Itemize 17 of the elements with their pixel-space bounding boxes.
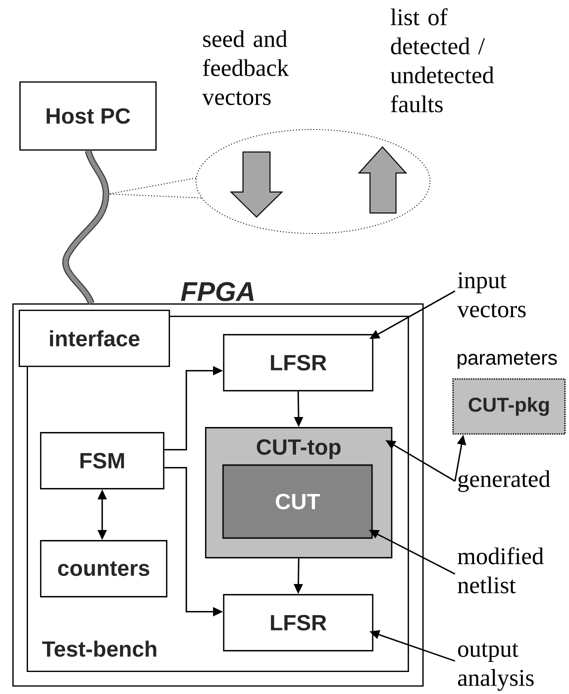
node-label: FPGA	[180, 282, 254, 302]
package-box: CUT-pkg	[452, 378, 566, 435]
lfsr-box: LFSR	[223, 334, 374, 392]
annotation-text: seed and feedback vectors	[202, 30, 289, 106]
annotation-text: list of detected / undetected faults	[390, 8, 494, 112]
annotation-text: parameters	[458, 352, 557, 369]
cable	[62, 150, 110, 305]
host-box: Host PC	[19, 81, 157, 151]
lfsr-box: LFSR	[223, 594, 374, 652]
annotation-text: modified netlist	[458, 547, 544, 594]
annotation-text: output analysis	[458, 643, 534, 691]
interface-box: interface	[18, 310, 170, 367]
cut-box: CUT	[222, 464, 373, 539]
counters-box: counters	[40, 540, 168, 598]
annotation-text: generated	[458, 470, 550, 492]
annotation-text: input vectors	[457, 272, 526, 318]
fsm-box: FSM	[40, 432, 164, 490]
